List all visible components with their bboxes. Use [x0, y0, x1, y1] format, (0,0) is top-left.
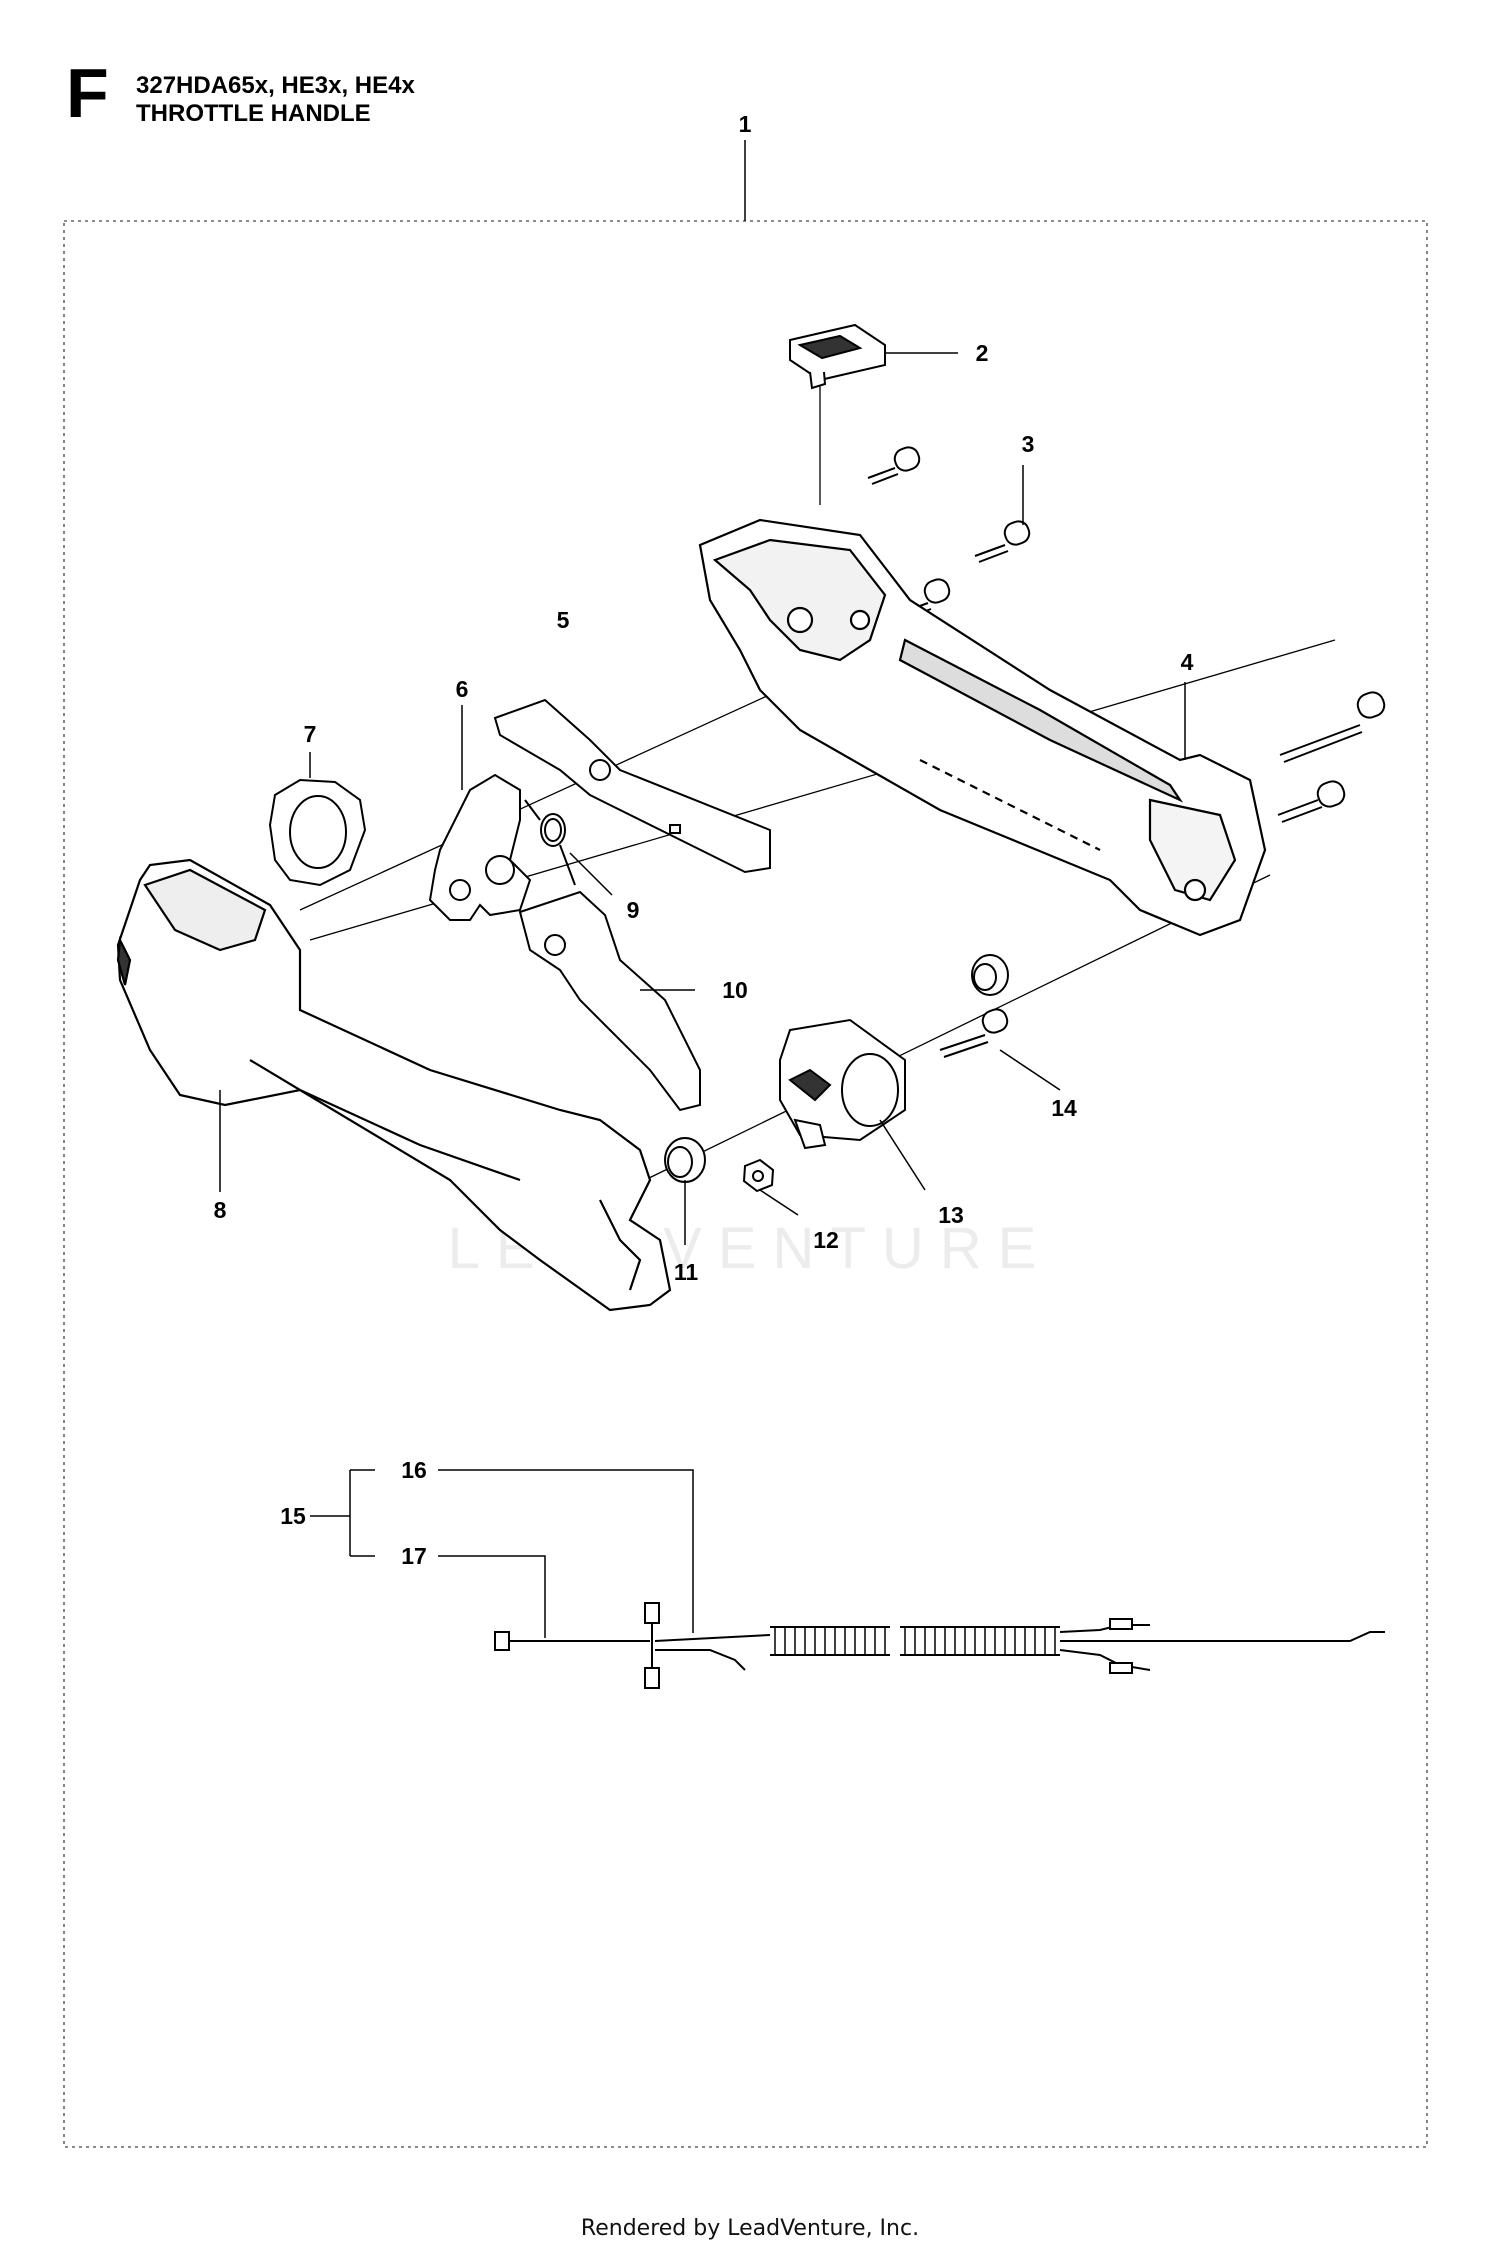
diagram-title: THROTTLE HANDLE [136, 100, 371, 127]
part-nut [742, 1158, 775, 1193]
callout-labels: 1 2 3 4 5 6 7 8 9 10 11 12 13 14 15 16 1… [214, 111, 1194, 1569]
callout-2: 2 [976, 340, 989, 366]
callout-16: 16 [401, 1457, 427, 1483]
cable-coil [774, 1627, 1056, 1655]
model-list: 327HDA65x, HE3x, HE4x [136, 72, 415, 99]
callout-13: 13 [938, 1202, 964, 1228]
part-lever-long [493, 698, 771, 874]
part-bracket [428, 773, 532, 921]
part-switch [789, 323, 886, 390]
part-screws-right [1277, 691, 1386, 823]
callout-3: 3 [1022, 431, 1035, 457]
part-trigger [518, 890, 701, 1112]
part-throttle-cable [494, 1602, 1385, 1689]
callout-4: 4 [1181, 649, 1194, 675]
part-ring [268, 778, 367, 887]
callout-10: 10 [722, 977, 748, 1003]
callout-9: 9 [627, 897, 640, 923]
callout-12: 12 [813, 1227, 839, 1253]
callout-1: 1 [739, 111, 752, 137]
callout-7: 7 [304, 721, 317, 747]
section-letter: F [66, 54, 109, 132]
callout-leaders [219, 352, 1186, 1638]
callout-11: 11 [674, 1259, 699, 1285]
part-bushing [664, 1137, 706, 1183]
callout-15: 15 [280, 1503, 306, 1529]
callout-17: 17 [401, 1543, 427, 1569]
part-screws-lower [939, 954, 1009, 1058]
callout-6: 6 [456, 676, 469, 702]
footer-credit: Rendered by LeadVenture, Inc. [580, 2216, 920, 2241]
part-spring [524, 799, 576, 886]
callout-5: 5 [557, 607, 570, 633]
part-cylinder [779, 1018, 906, 1150]
assembly-frame [63, 220, 1428, 2148]
part-handle-lower-half [116, 858, 672, 1312]
part-handle-upper-half [698, 518, 1267, 937]
callout-14: 14 [1051, 1095, 1077, 1121]
callout-8: 8 [214, 1197, 227, 1223]
